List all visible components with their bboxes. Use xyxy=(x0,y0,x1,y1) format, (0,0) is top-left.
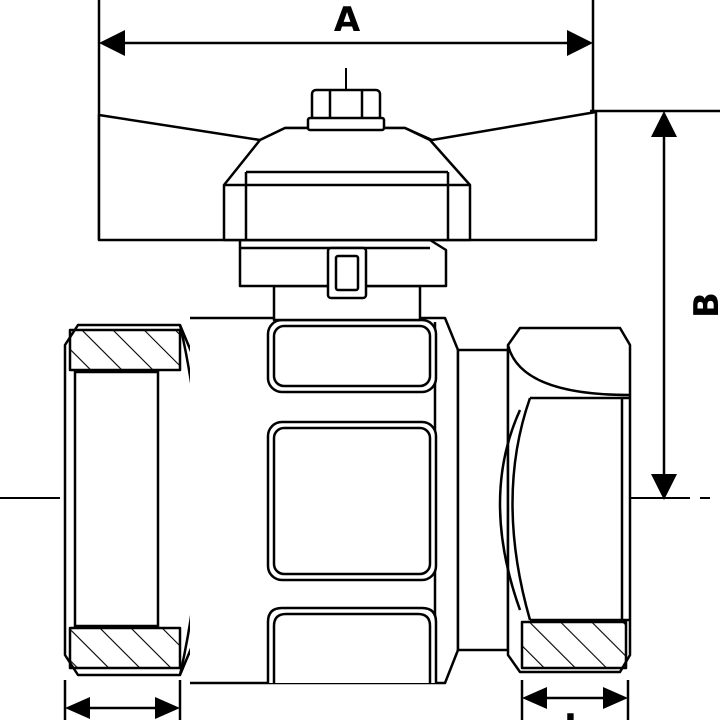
right-bottom-hatch xyxy=(520,620,628,670)
body-flat-top xyxy=(266,318,438,394)
body-flat-bottom-inner xyxy=(272,612,432,683)
arrowhead-top xyxy=(651,111,677,137)
dimension-l: L xyxy=(63,680,630,720)
dimension-label-b: B xyxy=(687,292,720,318)
body-flat-middle xyxy=(266,420,438,582)
valve-body xyxy=(190,316,510,685)
right-hex-chamfer-top xyxy=(506,344,631,397)
arrowhead-left xyxy=(99,30,125,56)
stem-lock-slot xyxy=(334,254,360,292)
left-bottom-hatch xyxy=(68,626,182,670)
butterfly-handle xyxy=(97,110,598,242)
arrowhead-right xyxy=(567,30,593,56)
dimension-label-a: A xyxy=(334,0,361,40)
right-hex-curve xyxy=(498,409,522,611)
right-hex-nut xyxy=(506,326,632,674)
dimension-b: B xyxy=(590,109,720,500)
l-arrowhead-left xyxy=(65,697,90,719)
cap-washer xyxy=(306,116,386,132)
stem-lock-block xyxy=(326,246,368,300)
right-threaded-end xyxy=(498,326,632,674)
l-arrowhead-right xyxy=(155,697,180,719)
cap-hex-top xyxy=(310,88,382,122)
left-threaded-end xyxy=(63,323,211,677)
hex-nut-cap xyxy=(306,88,386,132)
l2-arrowhead-right xyxy=(603,687,628,709)
dimension-label-l: L xyxy=(564,707,586,720)
l2-arrowhead-left xyxy=(522,687,547,709)
stem-assembly xyxy=(238,238,448,322)
body-flat-middle-inner xyxy=(272,426,432,576)
left-hex-nut xyxy=(63,323,207,677)
left-top-hatch xyxy=(68,328,182,372)
body-flat-bottom xyxy=(266,606,438,683)
arrowhead-bottom xyxy=(651,474,677,500)
right-hex-curve-inner xyxy=(511,397,532,621)
body-flat-top-inner xyxy=(272,324,432,388)
